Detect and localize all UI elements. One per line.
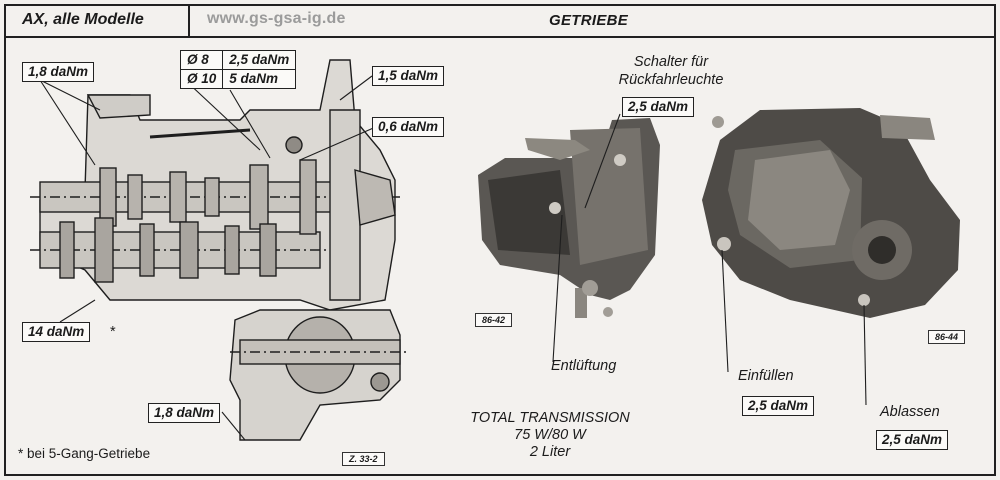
bolt-diameter: Ø 8: [179, 50, 224, 70]
torque-label-clutch-housing: 1,5 daNm: [372, 66, 445, 86]
footnote: * bei 5-Gang-Getriebe: [18, 446, 151, 461]
page-frame: [4, 4, 996, 476]
page-header: AX, alle Modelle www.gs-gsa-ig.de GETRIE…: [4, 4, 996, 38]
drain-label: Ablassen: [880, 404, 940, 420]
bolt-torque: 5 daNm: [222, 69, 297, 89]
table-row: Ø 10 5 daNm: [179, 69, 297, 89]
gearbox-photo-side: [478, 118, 660, 318]
photo-reference-right: 86-44: [928, 330, 966, 344]
footnote-marker: *: [110, 324, 116, 340]
vent-label: Entlüftung: [551, 358, 617, 374]
drain-torque-label: 2,5 daNm: [876, 430, 949, 450]
torque-label-shaft-nut: 14 daNm: [22, 322, 91, 342]
model-title: AX, alle Modelle: [4, 4, 190, 36]
section-title: GETRIEBE: [549, 12, 629, 29]
website-url: www.gs-gsa-ig.de: [207, 10, 346, 27]
oil-spec-line: TOTAL TRANSMISSION: [470, 410, 630, 426]
torque-label-top-left: 1,8 daNm: [22, 62, 95, 82]
reverse-light-switch-label: Schalter für Rückfahrleuchte: [618, 54, 724, 88]
oil-spec-line: 75 W/80 W: [514, 427, 586, 443]
bolt-diameter: Ø 10: [179, 69, 224, 89]
left-leader-lines: [39, 75, 379, 441]
oil-specification: TOTAL TRANSMISSION 75 W/80 W 2 Liter: [440, 410, 660, 461]
oil-spec-line: 2 Liter: [529, 444, 571, 460]
right-leader-lines: [721, 249, 867, 406]
gearbox-cross-section-drawing: [30, 59, 410, 441]
fill-torque-label: 2,5 daNm: [742, 396, 815, 416]
table-row: Ø 8 2,5 daNm: [179, 50, 297, 70]
figure-reference: Z. 33-2: [342, 452, 385, 466]
gearbox-photo-rear: [702, 108, 960, 318]
photo-reference-left: 86-42: [475, 313, 513, 327]
bolt-torque: 2,5 daNm: [222, 50, 297, 70]
switch-torque-label: 2,5 daNm: [622, 97, 695, 117]
bolt-torque-table: Ø 8 2,5 daNm Ø 10 5 daNm: [179, 50, 297, 89]
fill-label: Einfüllen: [738, 368, 794, 384]
middle-leader-lines: [552, 113, 621, 363]
torque-label-differential: 1,8 daNm: [148, 403, 221, 423]
torque-label-bolt: 0,6 daNm: [372, 117, 445, 137]
